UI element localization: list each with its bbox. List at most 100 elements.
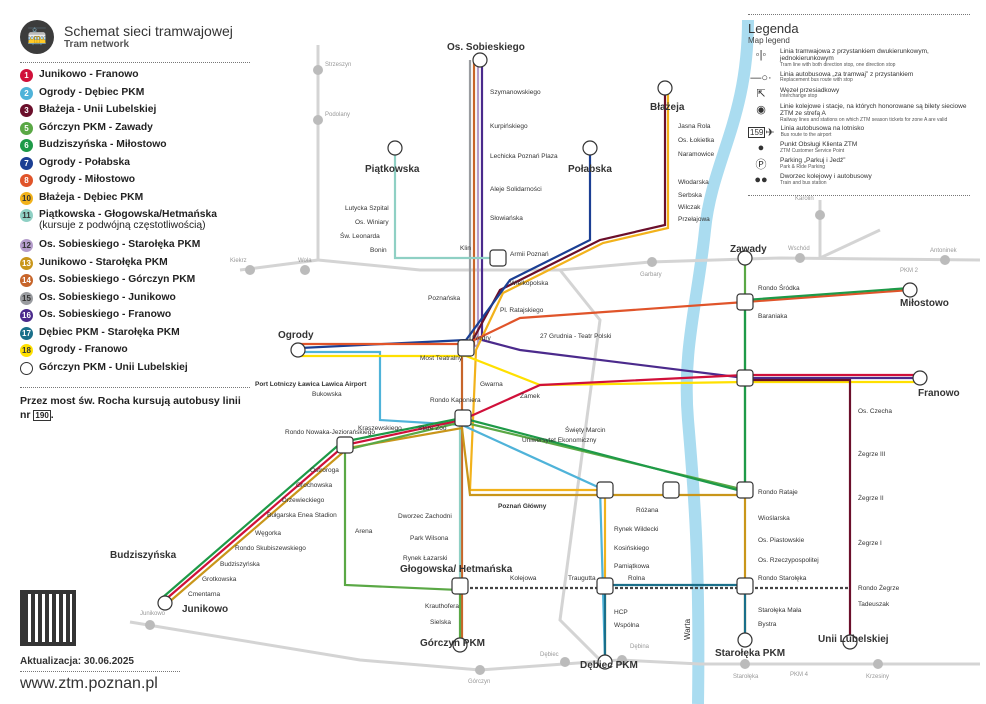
page-subtitle: Tram network bbox=[64, 39, 130, 51]
rail-strzeszyn: Strzeszyn bbox=[325, 62, 351, 68]
line-route: Górczyn PKM - Zawady bbox=[39, 121, 153, 133]
terminal-junikowo: Junikowo bbox=[182, 604, 228, 615]
rail-kiekrz: Kiekrz bbox=[230, 258, 247, 264]
stop: Rondo Nowaka-Jeziorańskiego bbox=[285, 429, 375, 436]
rail-gorczyn: Górczyn bbox=[468, 679, 490, 685]
line-badge: 8 bbox=[20, 174, 33, 187]
stop: Bukowska bbox=[312, 391, 342, 398]
stop: Stare Zoo bbox=[418, 425, 447, 432]
rail-krzesiny: Krzesiny bbox=[866, 674, 889, 680]
stop: Naramowice bbox=[678, 151, 715, 158]
rail-podolany: Podolany bbox=[325, 112, 350, 118]
terminal-milostowo: Miłostowo bbox=[900, 298, 949, 309]
stop: Żegrze III bbox=[858, 449, 886, 458]
legend-item: ◦|◦Linia tramwajowa z przystankiem dwuki… bbox=[748, 48, 970, 69]
line-item-16: 16 Os. Sobieskiego - Franowo bbox=[20, 309, 250, 327]
line-badge: 2 bbox=[20, 86, 33, 100]
line-route: Junikowo - Franowo bbox=[39, 69, 139, 80]
stop: HCP bbox=[614, 609, 628, 616]
stop: Żegrze II bbox=[858, 493, 884, 502]
stop: Os. Winiary bbox=[355, 219, 389, 226]
railway-icon: ◉ bbox=[756, 104, 766, 117]
line-badge: 16 bbox=[20, 309, 33, 322]
stop: Pl. Ratajskiego bbox=[500, 307, 544, 314]
line-route: Os. Sobieskiego - Franowo bbox=[39, 309, 172, 320]
line-route: Dębiec PKM - Starołęka PKM bbox=[39, 326, 180, 338]
stop: Armii Poznań bbox=[510, 251, 549, 258]
stop: Grochowska bbox=[296, 482, 333, 489]
stop: Św. Leonarda bbox=[340, 231, 380, 240]
stop: Uniwersytet Ekonomiczny bbox=[522, 437, 597, 444]
river-label: Warta bbox=[683, 618, 692, 640]
line-item-15: 15 Os. Sobieskiego - Junikowo bbox=[20, 291, 250, 310]
stop: Starołęka Mała bbox=[758, 607, 802, 614]
line-badge: 17 bbox=[20, 326, 33, 340]
stop: Rondo Skubiszewskiego bbox=[235, 545, 306, 552]
rail-debina: Dębina bbox=[630, 644, 650, 650]
line-badge: 1 bbox=[20, 69, 33, 82]
line-route: Ogrody - Połabska bbox=[39, 156, 130, 168]
stop: Os. Rzeczypospolitej bbox=[758, 557, 819, 564]
stop: Park Wilsona bbox=[410, 535, 449, 542]
stop: Lutycka Szpital bbox=[345, 205, 389, 212]
terminal-franowo: Franowo bbox=[918, 388, 960, 399]
rail-junikowo: Junikowo bbox=[140, 611, 166, 617]
website-link[interactable]: www.ztm.poznan.pl bbox=[20, 671, 180, 693]
terminal-unii: Unii Lubelskiej bbox=[818, 634, 889, 645]
stop: Most Teatralny bbox=[420, 355, 463, 362]
line-badge: 91 bbox=[20, 361, 33, 375]
stop: Aleje Solidarności bbox=[490, 186, 542, 193]
stop: Dworzec Zachodni bbox=[398, 513, 452, 520]
legend-subtitle: Map legend bbox=[748, 36, 790, 45]
stop: Węgorka bbox=[255, 530, 281, 537]
stop: Rynek Łazarski bbox=[403, 555, 447, 562]
update-date: Aktualizacja: 30.06.2025 bbox=[20, 656, 134, 667]
terminal-piatkowska: Piątkowska bbox=[365, 164, 420, 175]
stop: Słowiańska bbox=[490, 215, 523, 222]
line-route: Piątkowska - Głogowska/Hetmańska(kursuje… bbox=[39, 209, 217, 231]
stop: Święty Marcin bbox=[565, 425, 606, 434]
line-badge: 6 bbox=[20, 139, 33, 152]
stop: Żegrze I bbox=[858, 538, 882, 547]
terminal-gorczyn: Górczyn PKM bbox=[420, 638, 485, 649]
stop: Rondo Śródka bbox=[758, 283, 800, 292]
stop: Szymanowskiego bbox=[490, 89, 541, 96]
legend-title: Legenda bbox=[748, 21, 799, 36]
stop: Przełajowa bbox=[678, 216, 710, 223]
rail-antoninek: Antoninek bbox=[930, 248, 958, 254]
stop: Rondo Żegrze bbox=[858, 583, 900, 592]
stop: Grotkowska bbox=[202, 576, 237, 583]
line-badge: 15 bbox=[20, 291, 33, 305]
stop: Rondo Rataje bbox=[758, 489, 798, 496]
terminal-glogowska: Głogowska/ Hetmańska bbox=[400, 564, 513, 575]
line-badge: 18 bbox=[20, 344, 33, 357]
tram-icon: 🚋 bbox=[20, 20, 54, 54]
terminal-blazeja: Błażeja bbox=[650, 102, 685, 113]
stop: Rondo Kaponiera bbox=[430, 397, 481, 404]
stop: Wspólna bbox=[614, 622, 640, 629]
rail-wschod: Wschód bbox=[788, 246, 810, 252]
line-route: Os. Sobieskiego - Górczyn PKM bbox=[39, 274, 196, 285]
rail-wola: Wola bbox=[298, 258, 312, 264]
stop: Wioślarska bbox=[758, 515, 790, 522]
bus-number-badge: 190 bbox=[33, 410, 51, 422]
stop: Bonin bbox=[370, 247, 387, 254]
stop: Gwarna bbox=[480, 381, 503, 388]
stop: Baraniaka bbox=[758, 313, 788, 320]
stop: Wielkopolska bbox=[510, 280, 549, 287]
qr-code[interactable] bbox=[20, 590, 76, 646]
rail-staroleka: Starołęka bbox=[733, 674, 759, 680]
line-route: Os. Sobieskiego - Junikowo bbox=[39, 291, 176, 303]
airport-bus-icon: 159✈ bbox=[748, 126, 775, 139]
stop: Lechicka Poznań Plaza bbox=[490, 153, 558, 160]
